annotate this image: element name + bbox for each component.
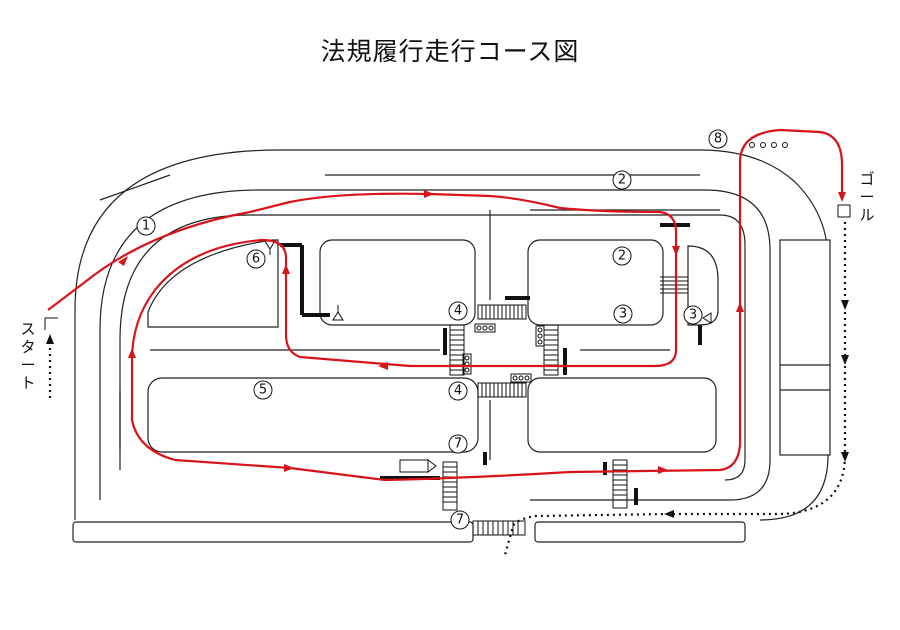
route-arrow-icon [284, 464, 294, 472]
crosswalk-bottom-left [442, 461, 458, 511]
block-7-right [527, 377, 717, 453]
route-arrow-icon [128, 348, 136, 358]
route-arrow-icon [838, 192, 846, 202]
goal-label: ゴール [858, 170, 876, 224]
outer-lane-line [99, 189, 771, 501]
goal-label-char: ル [859, 206, 875, 224]
gate-lights-icon [749, 142, 788, 148]
block-2-3 [527, 239, 664, 326]
start-label: スタート [19, 320, 37, 392]
start-label-char: ト [20, 374, 36, 392]
marker-number: 8 [714, 132, 722, 147]
sign-icon [332, 305, 344, 321]
route-arrow-icon [118, 256, 128, 266]
page-title: 法規履行走行コース図 [320, 37, 580, 66]
marker-number: 7 [456, 513, 464, 528]
marker-2-inner: 2 [612, 246, 632, 266]
marker-8: 8 [708, 129, 728, 149]
goal-label-char: ゴ [859, 170, 875, 188]
route-arrow-icon [424, 190, 434, 198]
route-arrow-icon [282, 264, 290, 274]
marker-number: 1 [142, 219, 150, 234]
goal-exit-path [503, 222, 847, 556]
marker-6: 6 [246, 249, 266, 269]
marker-number: 3 [619, 307, 627, 322]
outer-boundary [74, 149, 829, 521]
marker-number: 5 [259, 383, 267, 398]
marker-4-lower: 4 [448, 381, 468, 401]
marker-number: 4 [454, 384, 462, 399]
marker-2-outer: 2 [612, 170, 632, 190]
crosswalk-middle [477, 382, 527, 398]
start-label-char: ス [20, 320, 36, 338]
marker-number: 2 [618, 173, 626, 188]
sign-icon [702, 312, 712, 324]
marker-3-side: 3 [683, 305, 703, 325]
route-arrow-icon [672, 246, 680, 256]
start-arrow-icon [46, 334, 54, 344]
route-arrow-icon [378, 362, 388, 370]
railroad-crossing [660, 276, 688, 294]
exit-arrow-icon [841, 355, 849, 365]
obstacle-vehicle-icon [399, 459, 437, 473]
marker-number: 3 [689, 308, 697, 323]
crosswalk-left-vertical [449, 324, 465, 376]
marker-7-exit: 7 [450, 510, 470, 530]
bottom-sidewalk-right [534, 521, 746, 543]
crosswalk-bottom-right [612, 459, 628, 509]
traffic-signal-icon [474, 323, 496, 333]
start-post-icon [44, 317, 58, 330]
exit-arrow-icon [664, 510, 674, 518]
crosswalk-top [477, 304, 527, 320]
inner-road-line [119, 214, 746, 481]
exit-arrow-icon [841, 300, 849, 310]
marker-1: 1 [136, 216, 156, 236]
block-4-top-left [319, 239, 476, 326]
traffic-signal-icon [510, 373, 532, 383]
marker-4-upper: 4 [448, 301, 468, 321]
crosswalk-exit [472, 520, 526, 536]
route-arrow-icon [658, 466, 668, 474]
marker-number: 6 [252, 252, 260, 267]
block-5 [147, 377, 479, 453]
marker-number: 7 [454, 437, 462, 452]
bottom-sidewalk-left [72, 521, 474, 543]
start-label-char: タ [20, 338, 36, 356]
block-3-small [687, 245, 719, 326]
marker-number: 4 [454, 304, 462, 319]
route-arrow-icon [736, 302, 744, 312]
start-label-char: ー [20, 356, 36, 374]
goal-post-icon [837, 204, 851, 218]
marker-7-block: 7 [448, 434, 468, 454]
exit-arrow-icon [841, 452, 849, 462]
marker-3-block: 3 [613, 304, 633, 324]
marker-5: 5 [253, 380, 273, 400]
goal-label-char: ー [859, 188, 875, 206]
right-parking-area [779, 239, 831, 456]
crosswalk-right-vertical [543, 324, 559, 376]
marker-number: 2 [618, 249, 626, 264]
traffic-signal-icon [535, 325, 545, 347]
